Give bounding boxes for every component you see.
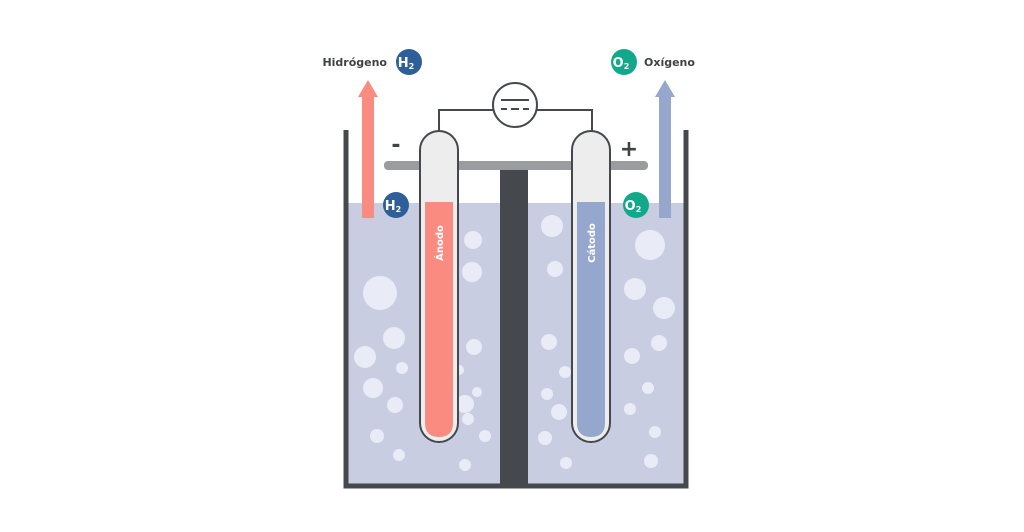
oxygen-arrow-icon: [655, 80, 675, 218]
svg-text:O2: O2: [613, 56, 630, 71]
svg-text:O2: O2: [625, 199, 642, 214]
minus-sign: -: [391, 133, 400, 158]
wire-left: [438, 109, 493, 133]
wire-right: [537, 109, 593, 133]
cathode-tube: [571, 130, 611, 443]
hydrogen-label: Hidrógeno: [322, 56, 387, 69]
tank: [343, 130, 689, 489]
svg-text:H2: H2: [398, 56, 414, 71]
plus-sign: +: [620, 137, 638, 162]
o2-badge-top: O2: [611, 49, 637, 75]
h2-badge-top: H2: [396, 49, 422, 75]
hydrogen-arrow-icon: [358, 80, 378, 218]
svg-text:H2: H2: [385, 199, 401, 214]
bubbles: [354, 215, 675, 471]
divider-membrane: [500, 170, 528, 484]
dc-power-source-icon: [492, 82, 538, 128]
cathode-label: Cátodo: [586, 223, 598, 263]
h2-badge: H2: [383, 192, 409, 218]
oxygen-label: Oxígeno: [644, 56, 695, 69]
anode-tube: [419, 130, 459, 443]
o2-badge: O2: [623, 192, 649, 218]
anode-label: Ánodo: [433, 225, 446, 261]
